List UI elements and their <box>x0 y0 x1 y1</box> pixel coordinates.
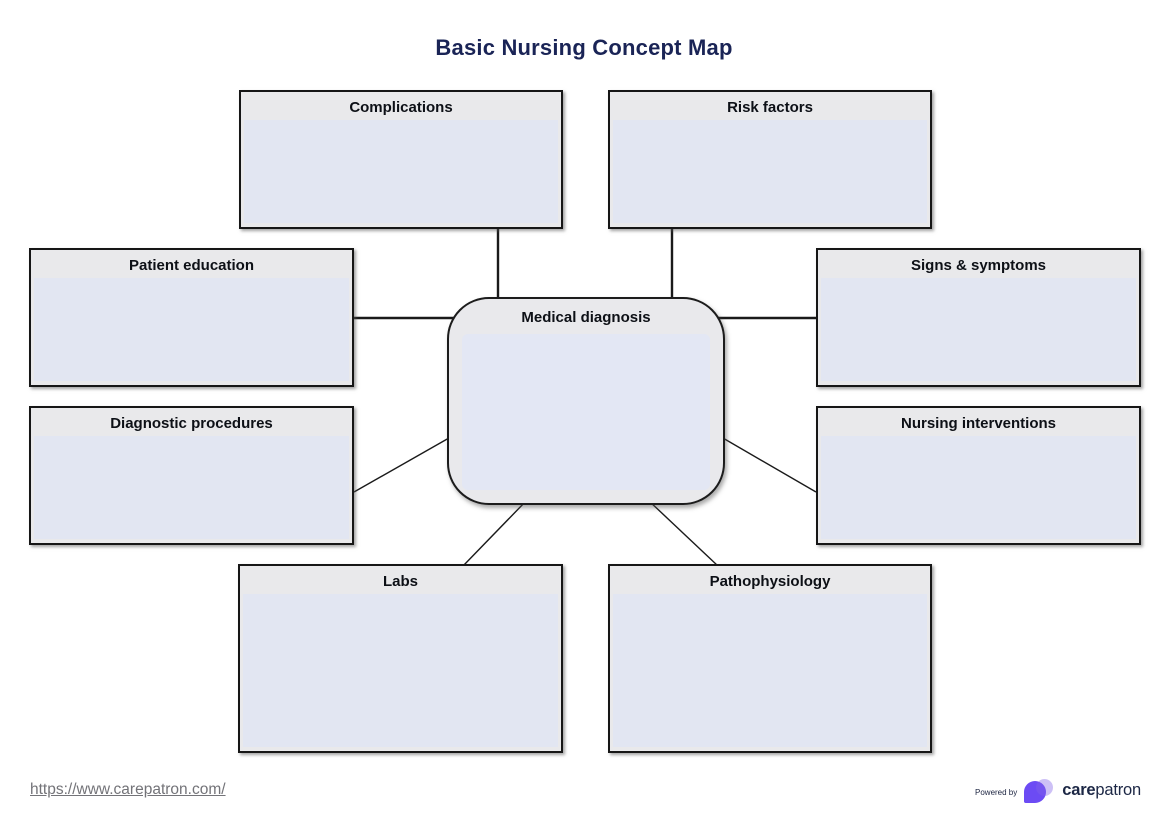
signs-symptoms-input-area[interactable] <box>821 278 1136 381</box>
node-medical-diagnosis: Medical diagnosis <box>447 297 725 505</box>
node-label: Diagnostic procedures <box>110 415 273 432</box>
medical-diagnosis-input-area[interactable] <box>462 334 710 490</box>
logo-solid-blob <box>1024 781 1047 803</box>
carepatron-url-link[interactable]: https://www.carepatron.com/ <box>30 781 226 798</box>
risk-factors-input-area[interactable] <box>613 120 927 223</box>
node-nursing-interventions: Nursing interventions <box>816 406 1141 545</box>
patient-education-input-area[interactable] <box>34 278 349 381</box>
carepatron-wordmark: carepatron <box>1062 781 1141 802</box>
node-complications: Complications <box>239 90 563 229</box>
pathophysiology-input-area[interactable] <box>613 594 927 747</box>
complications-input-area[interactable] <box>244 120 558 223</box>
connector-diagnostic-procedures <box>353 433 457 493</box>
node-label: Medical diagnosis <box>521 309 651 326</box>
node-pathophysiology: Pathophysiology <box>608 564 932 753</box>
powered-by-branding: Powered by carepatron <box>975 778 1141 804</box>
node-label: Nursing interventions <box>900 415 1057 432</box>
node-labs: Labs <box>238 564 563 753</box>
node-label: Labs <box>382 573 418 590</box>
wordmark-patron: patron <box>1095 780 1141 799</box>
node-label: Patient education <box>128 257 255 274</box>
node-label: Signs & symptoms <box>910 257 1047 274</box>
node-signs-symptoms: Signs & symptoms <box>816 248 1141 387</box>
page-title: Basic Nursing Concept Map <box>435 35 733 60</box>
labs-input-area[interactable] <box>243 594 558 747</box>
node-label: Pathophysiology <box>709 573 831 590</box>
logo-light-circle <box>1036 779 1054 796</box>
connector-labs <box>462 499 528 567</box>
node-patient-education: Patient education <box>29 248 354 387</box>
node-label: Complications <box>349 99 453 116</box>
node-diagnostic-procedures: Diagnostic procedures <box>29 406 354 545</box>
connector-nursing-interventions <box>715 433 817 493</box>
diagnostic-procedures-input-area[interactable] <box>34 436 349 539</box>
wordmark-care: care <box>1062 780 1096 799</box>
nursing-interventions-input-area[interactable] <box>821 436 1136 539</box>
carepatron-logo-icon <box>1024 778 1055 804</box>
powered-by-label: Powered by <box>975 787 1018 797</box>
connector-pathophysiology <box>647 499 719 567</box>
node-label: Risk factors <box>727 99 813 116</box>
node-risk-factors: Risk factors <box>608 90 932 229</box>
